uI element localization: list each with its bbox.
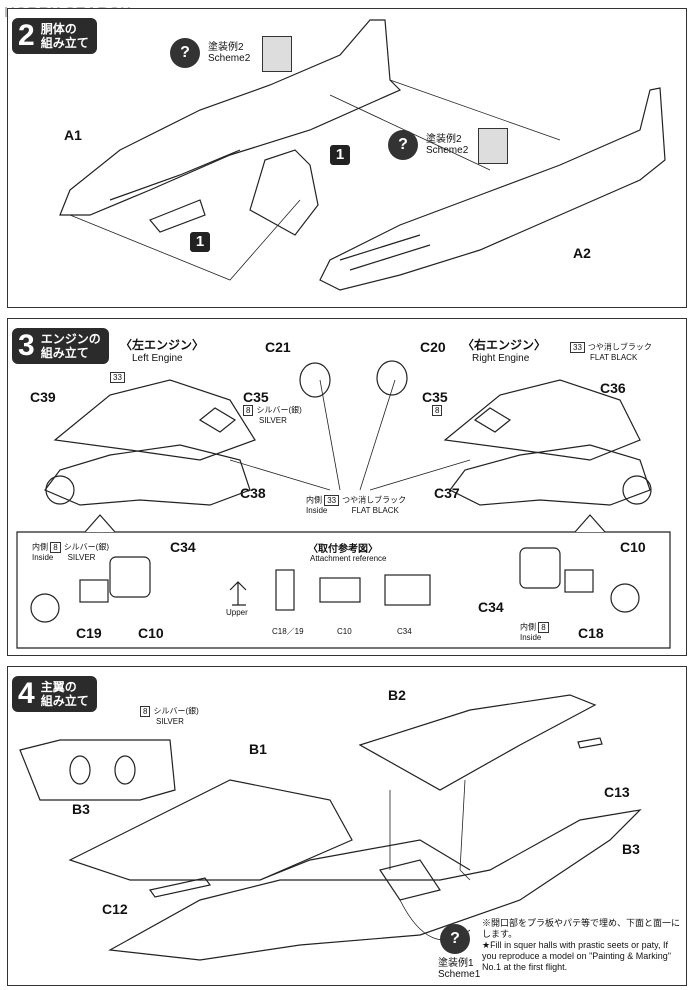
callout-1-part: 1 — [190, 232, 210, 252]
part-label-b3-right: B3 — [622, 841, 640, 857]
scheme-icon-bottom: ? — [440, 924, 470, 954]
step3-panel — [7, 318, 687, 656]
part-label-c20: C20 — [420, 339, 446, 355]
step-title: 胴体の組み立て — [40, 22, 89, 50]
left-engine-title: 〈左エンジン〉 — [120, 338, 205, 352]
step3-badge: 3 エンジンの組み立て — [12, 328, 109, 364]
part-label-c38: C38 — [240, 485, 266, 501]
step-number: 2 — [18, 19, 35, 52]
upper-label: Upper — [226, 608, 248, 617]
part-label-c10-left: C10 — [138, 625, 164, 641]
scheme-icon-right: ? — [388, 130, 418, 160]
part-label-b3-left: B3 — [72, 801, 90, 817]
part-label-c37: C37 — [434, 485, 460, 501]
part-label-c13: C13 — [604, 784, 630, 800]
part-label-c34-left: C34 — [170, 539, 196, 555]
part-label-c34-right: C34 — [478, 599, 504, 615]
part-label-c18: C18 — [578, 625, 604, 641]
step-number: 3 — [18, 329, 35, 362]
attachment-ref-title: 〈取付参考図〉 — [308, 544, 378, 555]
part-label-a2: A2 — [573, 245, 591, 261]
paint-icon-top — [262, 36, 292, 72]
step2-badge: 2 胴体の組み立て — [12, 18, 97, 54]
paint-8-right: 8 — [432, 405, 445, 416]
step4-panel — [7, 666, 687, 986]
part-label-b2: B2 — [388, 687, 406, 703]
part-label-c35-right: C35 — [422, 389, 448, 405]
part-label-b1: B1 — [249, 741, 267, 757]
part-label-c21: C21 — [265, 339, 291, 355]
right-engine-title: 〈右エンジン〉 — [462, 338, 547, 352]
ref-label-c18-19: C18／19 — [272, 627, 304, 636]
part-label-c12: C12 — [102, 901, 128, 917]
part-label-a1: A1 — [64, 127, 82, 143]
ref-label-c10: C10 — [337, 627, 352, 636]
fill-note: ※開口部をプラ板やパテ等で埋め、下面と面一にします。 ★Fill in sque… — [482, 918, 681, 972]
left-engine-subtitle: Left Engine — [132, 353, 183, 364]
part-label-c35-left: C35 — [243, 389, 269, 405]
paint-icon-right — [478, 128, 508, 164]
part-label-c19: C19 — [76, 625, 102, 641]
paint-33-left: 33 — [110, 372, 128, 383]
callout-1-cockpit: 1 — [330, 145, 350, 165]
right-engine-subtitle: Right Engine — [472, 353, 530, 364]
step-number: 4 — [18, 677, 35, 710]
ref-label-c34: C34 — [397, 627, 412, 636]
step4-badge: 4 主翼の組み立て — [12, 676, 97, 712]
step-title: エンジンの組み立て — [40, 332, 101, 360]
part-label-c39: C39 — [30, 389, 56, 405]
part-label-c36: C36 — [600, 380, 626, 396]
step-title: 主翼の組み立て — [40, 680, 89, 708]
scheme-icon-top: ? — [170, 38, 200, 68]
attachment-ref-subtitle: Attachment reference — [310, 554, 387, 563]
part-label-c10-right: C10 — [620, 539, 646, 555]
